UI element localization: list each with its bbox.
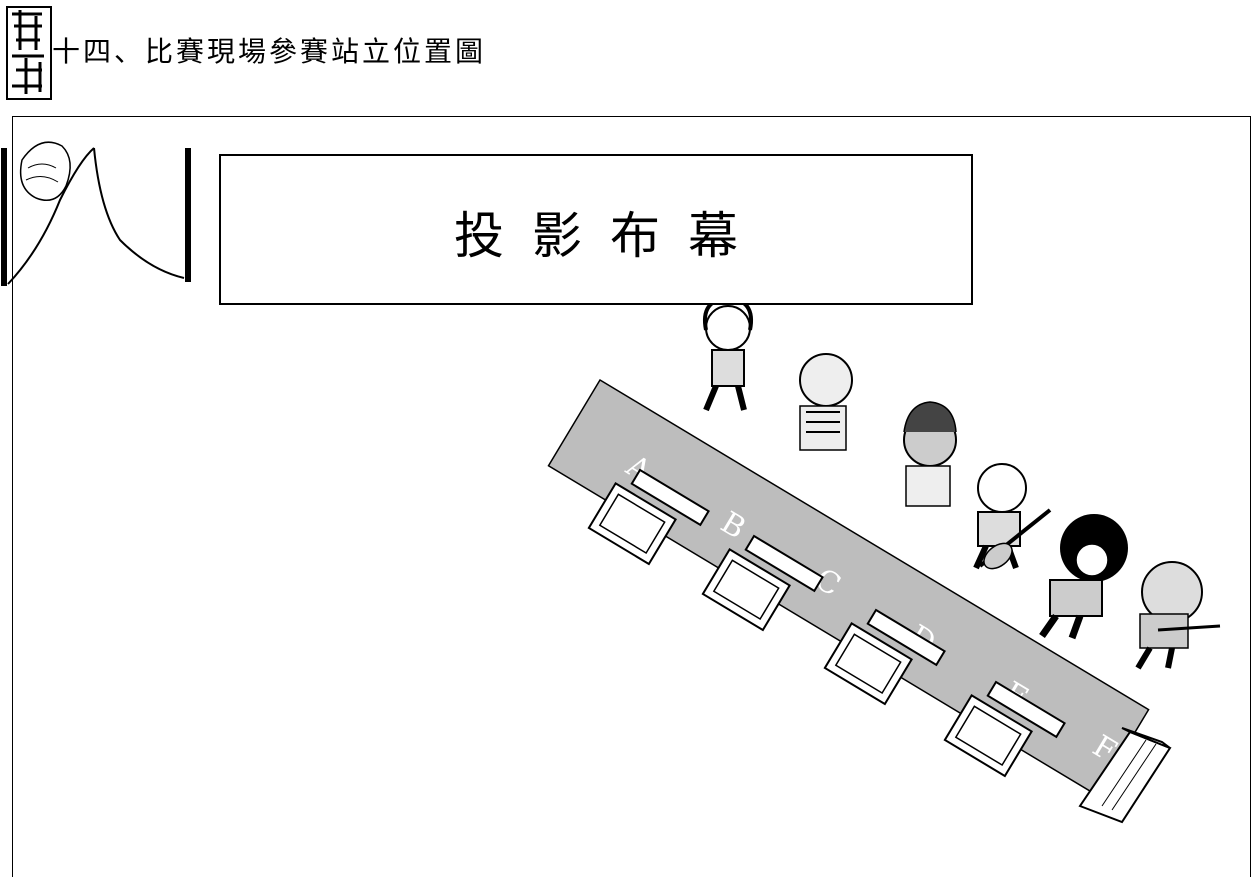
performer-icon — [1135, 561, 1221, 670]
stamp-seal-icon — [6, 6, 52, 100]
speaker-icon — [1078, 727, 1172, 824]
performer-icon — [973, 463, 1052, 570]
monitor-icon — [587, 468, 710, 566]
projection-screen: 投影布幕 — [219, 154, 973, 305]
page-heading: 十四、比賽現場參賽站立位置圖 — [52, 35, 487, 68]
performer-icon — [1039, 514, 1128, 640]
monitor-icon — [701, 534, 824, 632]
performer-icon — [799, 353, 853, 451]
door-icon — [1, 141, 191, 286]
monitor-icon — [823, 608, 946, 706]
performer-icon — [903, 401, 957, 507]
projection-screen-label: 投影布幕 — [454, 207, 766, 265]
monitor-icon — [943, 680, 1066, 778]
performer-icon — [703, 295, 753, 412]
